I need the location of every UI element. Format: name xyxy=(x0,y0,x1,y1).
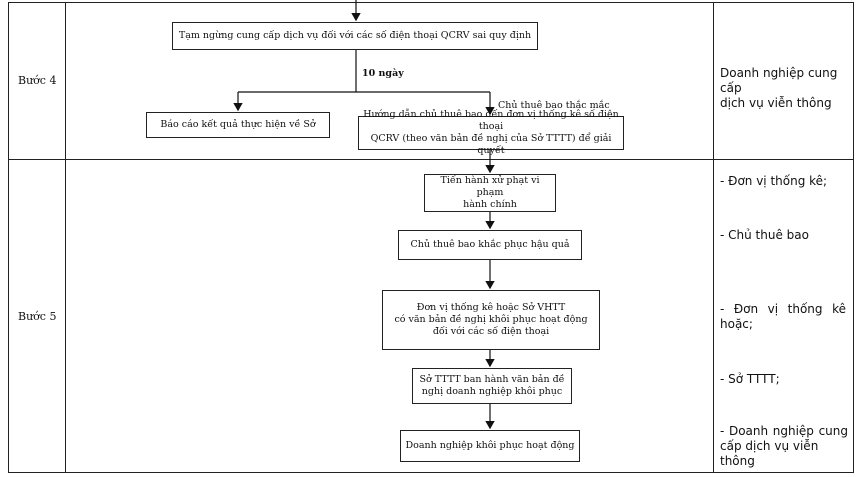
step-5-responsible-1: - Đơn vị thống kê; xyxy=(720,174,828,188)
label-10-days: 10 ngày xyxy=(362,68,404,79)
table-top-border xyxy=(8,2,854,3)
column-divider-left xyxy=(65,2,66,472)
step-4-responsible: Doanh nghiệp cung cấp dịch vụ viễn thông xyxy=(720,66,838,110)
table-left-border xyxy=(8,2,9,472)
box-guide-subscriber: Hướng dẫn chủ thuê bao đến đơn vị thống … xyxy=(358,109,624,156)
step-5-responsible-4: - Sở TTTT; xyxy=(720,372,780,386)
row-divider xyxy=(8,159,854,160)
box-request-restore: Đơn vị thống kê hoặc Sở VHTT có văn bản … xyxy=(382,290,600,350)
step-5-responsible-5: - Doanh nghiệp cung cấp dịch vụ viễn thô… xyxy=(720,424,848,468)
step-5-responsible-2: - Chủ thuê bao xyxy=(720,228,809,242)
box-administrative-penalty: Tiến hành xử phạt vi phạm hành chính xyxy=(424,174,556,212)
label-subscriber-complaint: Chủ thuê bao thắc mắc xyxy=(498,100,610,111)
table-bottom-border xyxy=(8,472,854,473)
box-enterprise-restore: Doanh nghiệp khôi phục hoạt động xyxy=(400,430,580,462)
step-4-label: Bước 4 xyxy=(18,74,57,87)
box-subscriber-remedy: Chủ thuê bao khắc phục hậu quả xyxy=(398,230,582,260)
box-report-results: Báo cáo kết quả thực hiện về Sở xyxy=(146,112,330,138)
box-suspend-service: Tạm ngừng cung cấp dịch vụ đối với các s… xyxy=(172,22,538,50)
table-right-border xyxy=(853,2,854,472)
box-issue-document: Sở TTTT ban hành văn bản đề nghị doanh n… xyxy=(412,368,572,404)
column-divider-right xyxy=(713,2,714,472)
step-5-responsible-3: - Đơn vị thống kê hoặc; xyxy=(720,302,846,331)
step-5-label: Bước 5 xyxy=(18,310,57,323)
